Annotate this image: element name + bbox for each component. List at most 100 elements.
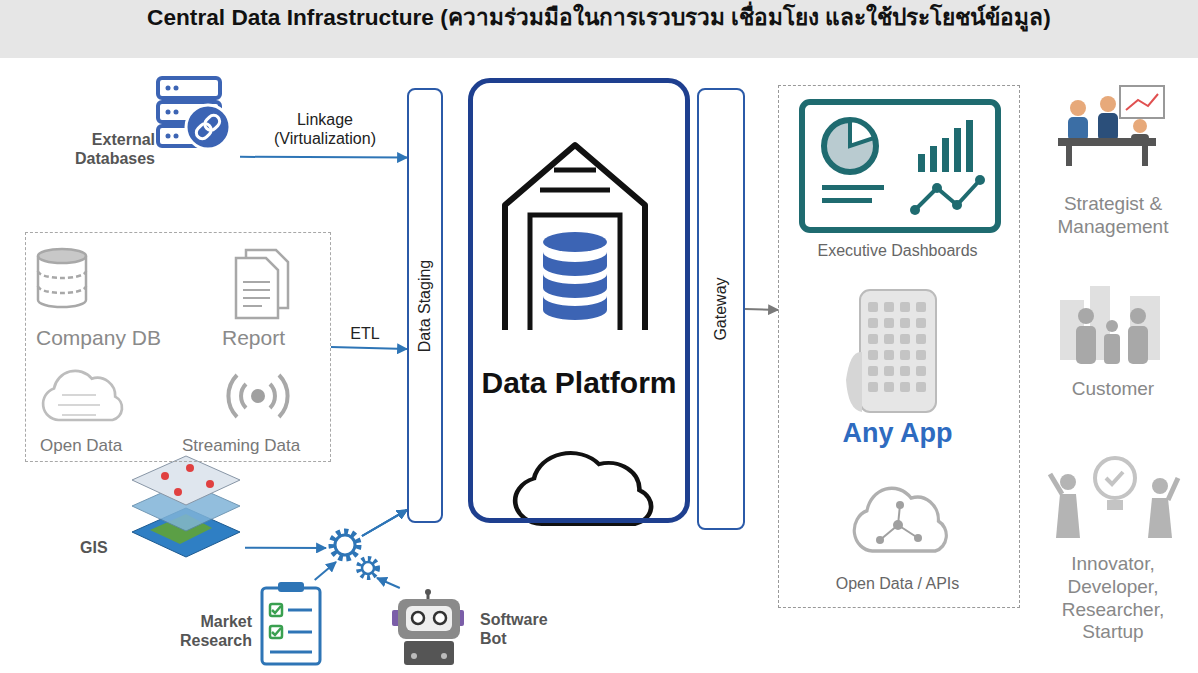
api-cloud-icon-part-part <box>893 520 903 530</box>
arrow-connector <box>245 510 407 548</box>
gis-layers-part-part <box>174 488 182 496</box>
api-cloud-icon <box>854 488 946 551</box>
dashboard-icon-part-part <box>952 200 962 210</box>
connector-line <box>240 156 407 159</box>
server-icon-part-part <box>202 113 222 133</box>
dashboard-icon <box>802 102 998 230</box>
node-text: Market Research <box>160 612 252 650</box>
arrow-connector <box>315 510 407 580</box>
dashboard-icon-part-part <box>932 183 942 193</box>
database-icon <box>38 249 86 307</box>
clipboard-icon <box>262 582 320 664</box>
api-cloud-icon-part-part <box>876 536 884 544</box>
server-icon-part-part <box>166 134 171 139</box>
arrow-connector <box>331 347 407 349</box>
node-text: Company DB <box>36 325 176 350</box>
warehouse-icon-part <box>505 145 645 330</box>
api-cloud-icon-part <box>880 505 918 540</box>
staging-box: Data Staging <box>407 88 443 523</box>
connector-line <box>377 578 400 588</box>
robot-icon-part <box>434 612 446 624</box>
node-text: Streaming Data <box>182 436 327 456</box>
research-source: Market Research <box>160 580 330 668</box>
node-text: GIS <box>80 538 120 557</box>
gis-layers-part-part <box>186 464 194 472</box>
clipboard-icon-part-part <box>288 631 312 634</box>
strategist-icon-part <box>1142 146 1148 166</box>
phone-icon <box>846 290 936 412</box>
dashboard-icon-part-part <box>975 175 985 185</box>
phone-icon-part <box>866 300 930 396</box>
node-text: Executive Dashboards <box>779 241 1016 260</box>
connector-line <box>245 547 326 549</box>
open-data-cloud-part <box>58 395 100 415</box>
database-icon-part <box>38 256 86 307</box>
gears-icon-part <box>362 562 374 574</box>
node-text: Data Platform <box>473 365 685 401</box>
server-icon-part-part <box>174 110 179 115</box>
connector-line <box>745 308 778 311</box>
platform-cloud <box>515 453 651 524</box>
dashboard-icon-part <box>915 180 980 210</box>
warehouse-icon-part <box>543 232 607 252</box>
gis-layers-part-part <box>161 472 169 480</box>
platform-cloud-part <box>515 453 651 524</box>
dashboard-icon-part <box>850 120 874 146</box>
customer-icon-part-part <box>1078 308 1094 324</box>
dashboard-icon-part <box>802 102 998 230</box>
customer-icon-part-part <box>1076 326 1096 364</box>
gis-source: GIS <box>80 450 245 565</box>
warehouse-icon <box>505 145 645 330</box>
connector-line <box>362 510 407 536</box>
arrow-connector <box>362 510 407 588</box>
customer-icon-part <box>1076 308 1148 364</box>
node-text: Data Staging <box>415 259 434 352</box>
report-icon-part-part <box>243 305 262 307</box>
clipboard-icon-part <box>278 582 304 592</box>
clipboard-icon-part-part <box>272 628 281 635</box>
api-cloud-icon-part <box>854 488 946 551</box>
server-icon-part-part <box>174 134 179 139</box>
server-icon-part <box>166 86 179 139</box>
report-icon-part <box>243 282 270 306</box>
server-icon-part <box>194 113 222 141</box>
streaming-icon-part <box>241 384 246 408</box>
streaming-icon-part <box>279 375 288 417</box>
output-group: Executive DashboardsAny AppOpen Data / A… <box>778 85 1020 608</box>
dashboard-icon-part-part <box>954 128 961 172</box>
warehouse-icon-part <box>530 215 620 330</box>
report-icon-part-part <box>243 289 270 291</box>
warehouse-icon-part-part <box>554 168 596 173</box>
innovator-icon-part-part <box>1152 478 1168 494</box>
streaming-icon-part <box>270 384 275 408</box>
server-icon-part-part <box>166 86 171 91</box>
warehouse-icon-part <box>543 252 607 276</box>
node-text: Open Data <box>40 436 160 456</box>
strategist-icon-part <box>1058 138 1156 146</box>
dashboard-icon-part <box>822 185 884 190</box>
server-icon-part-part <box>158 78 220 98</box>
report-icon-part-part <box>243 297 270 299</box>
robot-icon-part <box>398 599 460 639</box>
connector-line <box>362 510 407 536</box>
database-icon-part <box>38 286 86 293</box>
innovator-icon <box>1050 458 1178 538</box>
clipboard-icon-part-part <box>270 651 312 654</box>
open-data-cloud-part-part <box>62 414 96 416</box>
server-icon-part <box>186 105 230 149</box>
clipboard-icon-part-part <box>270 604 282 616</box>
innovator-icon-part <box>1106 472 1123 484</box>
api-cloud-icon-part <box>876 501 922 544</box>
dashboard-icon-part <box>822 198 872 203</box>
dashboard-icon-part <box>918 120 973 172</box>
node-text: Gateway <box>711 277 730 340</box>
innovator-icon-part <box>1050 474 1178 538</box>
dashboard-icon-part-part <box>930 146 937 172</box>
robot-icon-part <box>404 641 454 665</box>
robot-icon-part <box>406 606 452 631</box>
innovator-icon-part-part <box>1168 478 1178 500</box>
arrow-connector <box>745 309 778 311</box>
